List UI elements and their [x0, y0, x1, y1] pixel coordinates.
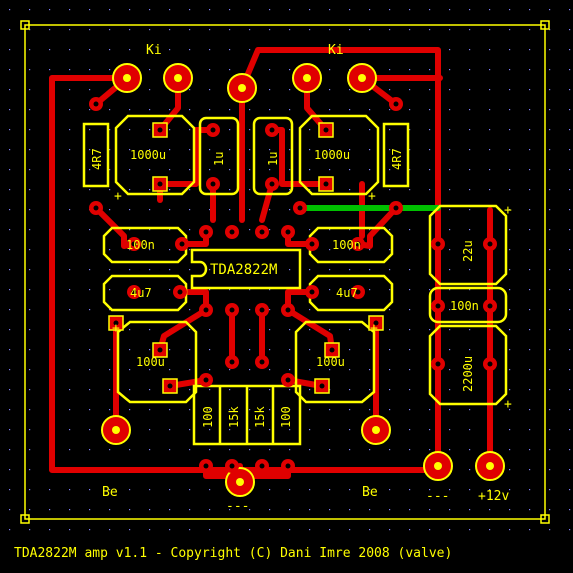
- label-r-1: 100: [201, 406, 215, 428]
- label-c-supply-decouple: 100n: [450, 299, 479, 313]
- board-outline: [24, 24, 546, 520]
- label-ki-right: Ki: [328, 43, 344, 58]
- silkscreen-text: Ki Ki Be Be --- --- +12v TDA2822M 1000u …: [90, 43, 512, 514]
- label-c-svr-left: 4u7: [130, 286, 152, 300]
- corner-mark-tr: [540, 20, 550, 30]
- label-c-fb-right: 1u: [266, 152, 280, 166]
- plus-mark-6: +: [504, 397, 512, 412]
- corner-mark-br: [540, 514, 550, 524]
- silkscreen: [82, 114, 508, 446]
- label-c-bypass-right: 100n: [332, 238, 361, 252]
- footer-copyright: TDA2822M amp v1.1 - Copyright (C) Dani I…: [14, 546, 452, 561]
- plus-mark-4: +: [370, 321, 378, 336]
- label-gnd-power: ---: [426, 489, 449, 504]
- plus-mark-5: +: [504, 203, 512, 218]
- label-c-svr-right: 4u7: [336, 286, 358, 300]
- label-r-2: 15k: [227, 406, 241, 428]
- label-vcc: +12v: [478, 489, 509, 504]
- pads: [89, 63, 505, 497]
- label-c-supply-small: 22u: [461, 240, 475, 262]
- label-r-out-right: 4R7: [390, 148, 404, 170]
- label-r-3: 15k: [253, 406, 267, 428]
- corner-mark-tl: [20, 20, 30, 30]
- label-c-in-left: 100u: [136, 355, 165, 369]
- grid-dots: [0, 0, 573, 545]
- label-c-out-right: 1000u: [314, 148, 350, 162]
- label-r-4: 100: [279, 406, 293, 428]
- plus-mark-2: +: [368, 189, 376, 204]
- label-ic: TDA2822M: [210, 262, 277, 278]
- label-gnd-bottom: ---: [226, 499, 249, 514]
- label-c-fb-left: 1u: [212, 152, 226, 166]
- label-ki-left: Ki: [146, 43, 162, 58]
- plus-mark-3: +: [112, 321, 120, 336]
- plus-mark-1: +: [114, 189, 122, 204]
- label-c-in-right: 100u: [316, 355, 345, 369]
- label-c-out-left: 1000u: [130, 148, 166, 162]
- corner-mark-bl: [20, 514, 30, 524]
- label-c-bypass-left: 100n: [126, 238, 155, 252]
- label-c-supply-big: 2200u: [461, 356, 475, 392]
- copper-traces: [49, 47, 493, 485]
- label-be-right: Be: [362, 485, 378, 500]
- label-be-left: Be: [102, 485, 118, 500]
- label-r-out-left: 4R7: [90, 148, 104, 170]
